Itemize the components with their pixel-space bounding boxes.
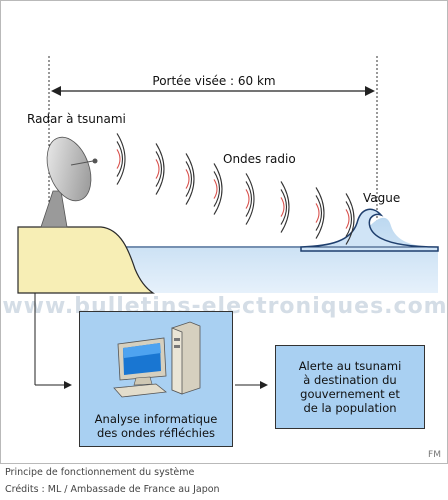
radio-wave-arc (280, 181, 290, 233)
radar-antenna (40, 136, 98, 228)
radio-wave-arc (185, 169, 190, 189)
radio-wave-arc (155, 143, 165, 195)
radio-wave-arc (155, 151, 163, 187)
radio-wave-arc (213, 179, 218, 199)
wave-label: Vague (363, 191, 400, 205)
alert-line-1: Alerte au tsunami (298, 359, 402, 373)
radio-wave-arc (116, 133, 126, 185)
tsunami-radar-diagram: Portée visée : 60 km Radar à tsunami Ond… (2, 56, 447, 460)
caption-credits: Crédits : ML / Ambassade de France au Ja… (5, 484, 220, 495)
alert-line-4: de la population (303, 401, 397, 415)
radio-wave-arc (185, 153, 195, 205)
radio-wave-arc (345, 209, 350, 229)
radio-wave-arc (245, 173, 255, 225)
tsunami-wave (300, 208, 439, 252)
radar-label: Radar à tsunami (27, 112, 126, 126)
alert-line-2: à destination du (303, 373, 397, 387)
analysis-box: Analyse informatique des ondes réfléchie… (79, 311, 233, 447)
range-label: Portée visée : 60 km (152, 74, 275, 88)
coast-land (17, 226, 155, 294)
radio-wave-arc (280, 189, 288, 225)
radio-wave-arc (185, 161, 193, 197)
computer-icon (113, 321, 201, 398)
radio-wave-arc (315, 195, 323, 231)
radio-wave-arc (116, 149, 121, 169)
caption-title: Principe de fonctionnement du système (5, 467, 195, 478)
sea (121, 217, 438, 293)
range-arrow (51, 86, 375, 96)
radio-wave-arc (213, 163, 223, 215)
radio-wave-arc (280, 197, 285, 217)
alert-box: Alerte au tsunami à destination du gouve… (275, 345, 425, 429)
radio-wave-arc (315, 187, 325, 239)
radio-wave-arc (345, 201, 353, 237)
radio-wave-arc (155, 159, 160, 179)
author-signature: FM (428, 450, 441, 460)
radio-wave-arc (315, 203, 320, 223)
radio-wave-arc (116, 141, 124, 177)
diagram-frame: Portée visée : 60 km Radar à tsunami Ond… (0, 0, 448, 464)
analysis-line-2: des ondes réfléchies (96, 426, 216, 440)
radio-wave-arc (245, 189, 250, 209)
analysis-line-1: Analyse informatique (94, 412, 218, 426)
radio-wave-arc (345, 193, 355, 245)
alert-line-3: gouvernement et (300, 387, 400, 401)
radio-wave-arc (213, 171, 221, 207)
radio-waves (116, 133, 355, 245)
radio-wave-arc (245, 181, 253, 217)
radio-waves-label: Ondes radio (223, 152, 296, 166)
